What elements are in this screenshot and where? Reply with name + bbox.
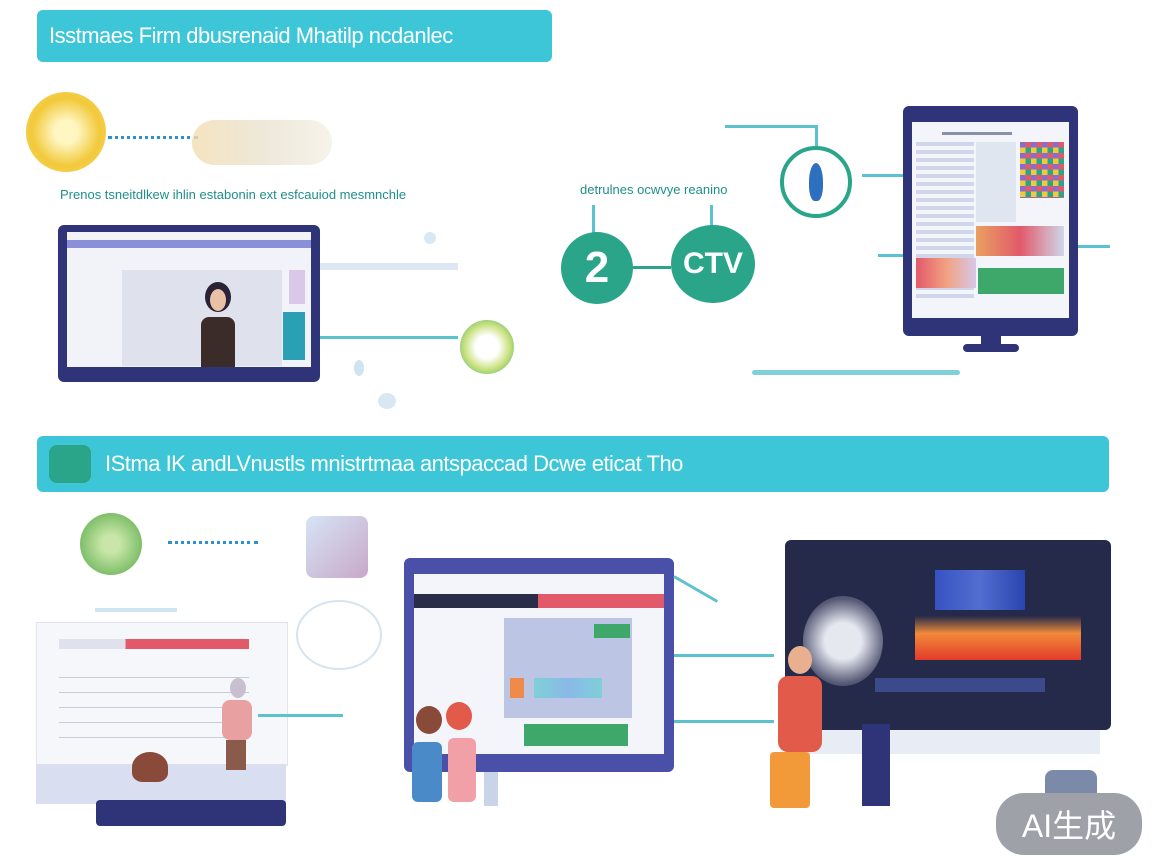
connector-line <box>258 714 343 717</box>
left-monitor-screen <box>67 232 311 367</box>
connector-line <box>725 125 815 128</box>
green-panel <box>978 268 1064 294</box>
person-icon <box>195 277 240 367</box>
droplet-icon <box>354 360 364 376</box>
cloud-icon <box>192 120 332 165</box>
stage-bar <box>875 678 1045 692</box>
connector-line <box>95 608 177 612</box>
right-monitor-screen <box>912 122 1069 318</box>
bar-chart <box>976 226 1064 256</box>
fire-chart <box>915 616 1081 660</box>
monitor-base <box>963 344 1019 352</box>
step-two-icon[interactable]: 2 <box>561 232 633 304</box>
color-grid <box>1020 142 1064 198</box>
connector-line <box>878 254 914 257</box>
person-icon <box>218 678 258 770</box>
connector-line <box>592 205 595 233</box>
green-footer <box>524 724 628 746</box>
blue-blocks <box>935 570 1025 610</box>
orange-tile <box>510 678 524 698</box>
document-lines <box>59 663 249 743</box>
side-widget <box>283 312 305 360</box>
screen-header <box>942 132 1012 135</box>
color-tiles <box>534 678 602 698</box>
green-tile <box>594 624 630 638</box>
step-two-label: 2 <box>584 243 610 292</box>
top-banner: Isstmaes Firm dbusrenaid Mhatilp ncdanle… <box>37 10 552 62</box>
left-caption: Prenos tsneitdlkew ihlin estabonin ext e… <box>60 187 407 202</box>
person-icon <box>770 646 830 808</box>
leaf-icon <box>460 320 514 374</box>
pet-icon <box>132 752 168 782</box>
monitor-stand <box>981 336 1001 344</box>
connector-line <box>674 720 774 723</box>
chart-panel <box>976 142 1016 222</box>
dark-monitor <box>785 540 1111 730</box>
connector-line <box>752 370 960 375</box>
top-banner-title: Isstmaes Firm dbusrenaid Mhatilp ncdanle… <box>49 23 453 48</box>
droplet-icon <box>378 393 396 409</box>
middle-banner: IStma IK andLVnustls mnistrtmaa antspacc… <box>37 436 1109 492</box>
connector-line <box>108 136 198 139</box>
right-monitor <box>903 106 1078 352</box>
connector-line <box>1070 245 1110 248</box>
watermark-badge: AI生成 <box>996 793 1142 855</box>
side-bar <box>289 270 305 304</box>
chat-bubble-icon <box>80 513 142 575</box>
visual-glow <box>803 596 883 686</box>
document-header <box>59 639 249 649</box>
step-three-icon[interactable]: CTV <box>671 225 755 303</box>
connector-line <box>168 541 258 544</box>
connector-line <box>710 205 713 227</box>
desk-base <box>96 800 286 826</box>
connector-line <box>815 125 818 147</box>
connector-line <box>862 174 914 177</box>
monitor-stand <box>862 724 890 806</box>
person-icon <box>410 702 480 810</box>
screen-header-dark <box>414 594 538 608</box>
chat-bubble-icon <box>49 445 91 483</box>
heat-strip <box>916 258 976 288</box>
cloud-badge-icon <box>296 600 382 670</box>
desk <box>800 730 1100 754</box>
step-one-icon[interactable] <box>780 146 852 218</box>
step-three-label: CTV <box>683 247 743 280</box>
middle-caption: detrulnes ocwvye reanino <box>580 182 728 197</box>
monitor-stand <box>484 772 498 806</box>
left-monitor <box>58 225 320 382</box>
watermark-text: AI生成 <box>1021 808 1117 844</box>
connector-line <box>633 266 671 269</box>
connector-line <box>673 575 719 603</box>
middle-banner-title: IStma IK andLVnustls mnistrtmaa antspacc… <box>105 451 683 476</box>
brush-icon <box>306 516 368 578</box>
connector-line <box>320 263 458 270</box>
screen-header <box>67 240 311 248</box>
connector-line <box>674 654 774 657</box>
screen-header-red <box>538 594 664 608</box>
sun-icon <box>26 92 106 172</box>
sparkle-icon <box>424 232 436 244</box>
left-document-panel <box>36 622 288 766</box>
connector-line <box>320 336 458 339</box>
pen-icon <box>809 163 823 201</box>
